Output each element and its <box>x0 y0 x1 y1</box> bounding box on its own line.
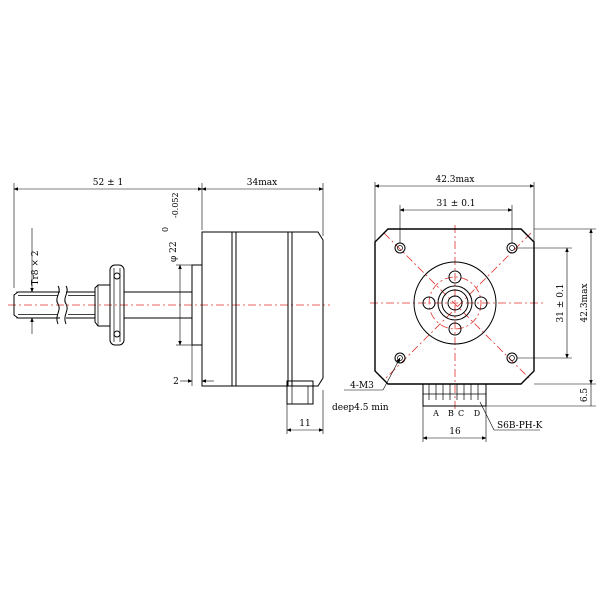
dim-frame-width: 42.3max <box>435 175 474 185</box>
pilot-circle <box>413 261 497 345</box>
dim-shaft-length: 52 ± 1 <box>93 178 123 188</box>
nut-outer-circle <box>437 285 473 321</box>
pin-label-b: B <box>448 409 454 418</box>
callout-mount-holes: 4-M3 <box>350 381 374 391</box>
dim-connector-offset: 6.5 <box>580 388 590 403</box>
callout-connector-type: S6B-PH-K <box>497 421 543 431</box>
shaft-circle <box>441 289 469 317</box>
dim-pilot-tol-upper: 0 <box>161 227 170 232</box>
flange-bolt-circle <box>428 276 482 330</box>
dim-flange-gap: 2 <box>173 377 179 387</box>
dim-thread: Tr8 × 2 <box>31 250 41 285</box>
pin-label-a: A <box>432 409 439 418</box>
front-connector <box>422 383 487 407</box>
front-view: A B C D 42.3max 31 ± 0.1 31 ± 0.1 42.3ma… <box>332 175 596 442</box>
shaft-bore-circle <box>447 295 463 311</box>
motor-body <box>191 231 324 405</box>
front-frame <box>374 228 535 385</box>
dim-hole-spacing-h: 31 ± 0.1 <box>436 199 475 209</box>
pin-label-d: D <box>474 409 480 418</box>
dim-connector-side: 11 <box>299 419 310 429</box>
side-view: 52 ± 1 34max Tr8 × 2 φ 22 0 -0.052 2 11 <box>8 178 330 434</box>
dim-frame-height: 42.3max <box>580 283 590 322</box>
dim-connector-width: 16 <box>449 427 461 437</box>
pin-label-c: C <box>458 409 464 418</box>
dim-pilot-dia: φ 22 <box>169 241 179 262</box>
dim-body-length: 34max <box>247 178 277 188</box>
callout-hole-depth: deep4.5 min <box>332 403 389 413</box>
dim-pilot-tol-lower: -0.052 <box>171 192 180 218</box>
dim-hole-spacing-v: 31 ± 0.1 <box>556 283 566 322</box>
